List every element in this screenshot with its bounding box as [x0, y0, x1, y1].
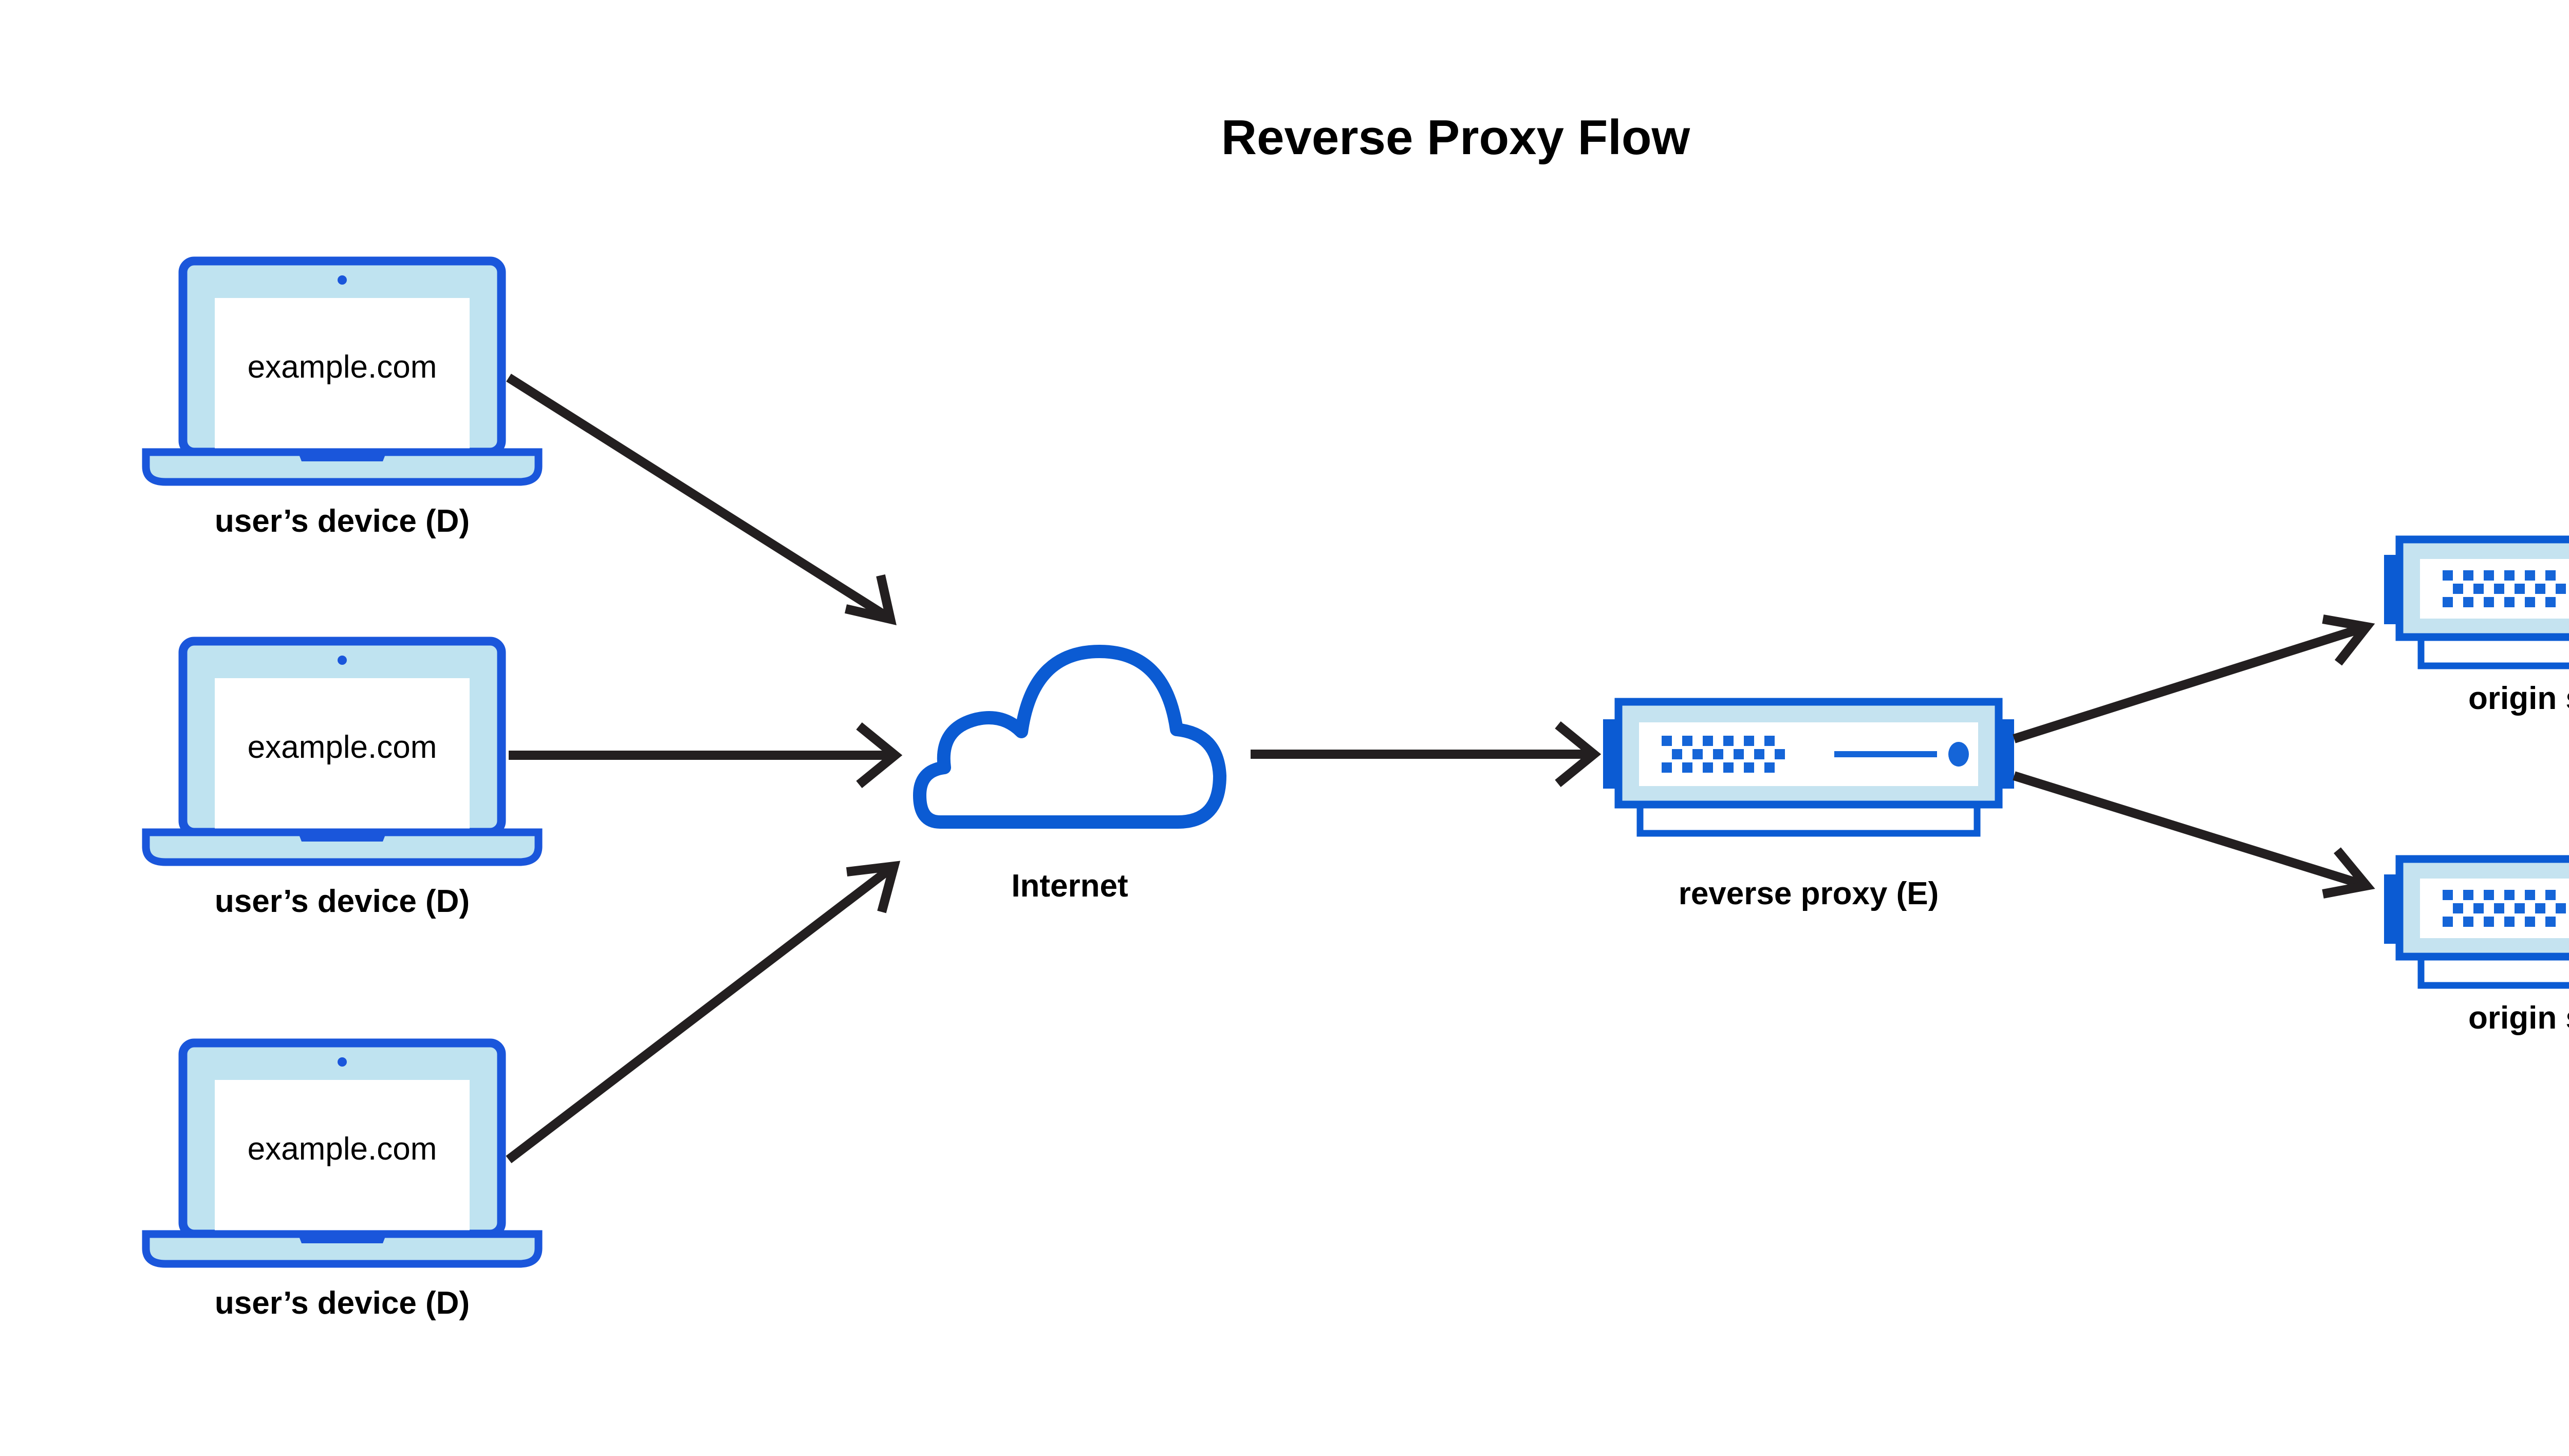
laptop-screen [215, 1080, 470, 1234]
node-label-internet: Internet [1011, 868, 1128, 904]
node-label-origin-top: origin server (F) [2468, 681, 2569, 716]
edge-internet-proxy [1251, 721, 1602, 787]
arrowhead [1555, 721, 1602, 787]
server-status-dot [1948, 742, 1969, 767]
laptop-base [142, 828, 543, 866]
laptop-screen [215, 298, 470, 452]
arrow-icon [2013, 771, 2365, 889]
laptop-base [142, 1230, 543, 1268]
arrowhead [2322, 614, 2375, 666]
node-origin-bottom[interactable]: origin server (F) [2384, 855, 2569, 1036]
page-title: Reverse Proxy Flow [1221, 110, 1690, 165]
arrowhead [844, 574, 897, 625]
edge-device-top-internet [506, 374, 897, 625]
arrow-icon [506, 864, 894, 1164]
laptop-screen-text: example.com [248, 1131, 437, 1167]
laptop-base [142, 448, 543, 486]
edge-proxy-origin-bottom [2013, 771, 2375, 899]
laptop-trackpad-notch [298, 452, 386, 461]
server-icon [1603, 698, 2014, 837]
node-device-top[interactable]: example.com user’s device (D) [142, 256, 543, 539]
edges-layer [506, 374, 2375, 1164]
laptop-icon [142, 637, 543, 866]
node-label-device-top: user’s device (D) [215, 503, 470, 539]
edge-device-middle-internet [509, 722, 903, 788]
node-label-reverse-proxy: reverse proxy (E) [1679, 876, 1939, 911]
node-device-middle[interactable]: example.com user’s device (D) [142, 637, 543, 919]
server-icon [2384, 535, 2569, 669]
laptop-trackpad-notch [298, 1234, 386, 1243]
server-bottom-plate [2417, 953, 2569, 989]
laptop-camera-dot [338, 275, 347, 285]
laptop-camera-dot [338, 656, 347, 665]
server-status-line [1834, 751, 1937, 757]
laptop-trackpad-notch [298, 832, 386, 842]
laptop-screen-text: example.com [248, 349, 437, 385]
node-reverse-proxy[interactable]: reverse proxy (E) [1603, 698, 2014, 911]
node-origin-top[interactable]: origin server (F) [2384, 535, 2569, 716]
node-internet[interactable]: Internet [913, 645, 1226, 904]
laptop-icon [142, 256, 543, 486]
cloud-icon [913, 645, 1226, 829]
cloud-shape [913, 645, 1226, 829]
server-led-matrix [2443, 570, 2566, 607]
arrow-icon [2013, 623, 2365, 743]
node-device-bottom[interactable]: example.com user’s device (D) [142, 1038, 543, 1321]
edge-proxy-origin-top [2013, 614, 2375, 743]
node-label-device-middle: user’s device (D) [215, 884, 470, 919]
arrow-icon [506, 374, 889, 621]
server-led-matrix [1662, 736, 1785, 773]
arrowhead [846, 861, 901, 913]
node-label-device-bottom: user’s device (D) [215, 1285, 470, 1321]
server-icon [2384, 855, 2569, 989]
arrowhead [856, 722, 903, 788]
node-label-origin-bottom: origin server (F) [2468, 1000, 2569, 1036]
server-bottom-plate [1636, 801, 1981, 837]
edge-device-bottom-internet [506, 861, 901, 1164]
laptop-screen [215, 678, 470, 832]
server-led-matrix [2443, 890, 2566, 927]
laptop-icon [142, 1038, 543, 1268]
server-bottom-plate [2417, 633, 2569, 669]
laptop-screen-text: example.com [248, 730, 437, 765]
arrowhead [2322, 847, 2375, 899]
laptop-camera-dot [338, 1057, 347, 1067]
